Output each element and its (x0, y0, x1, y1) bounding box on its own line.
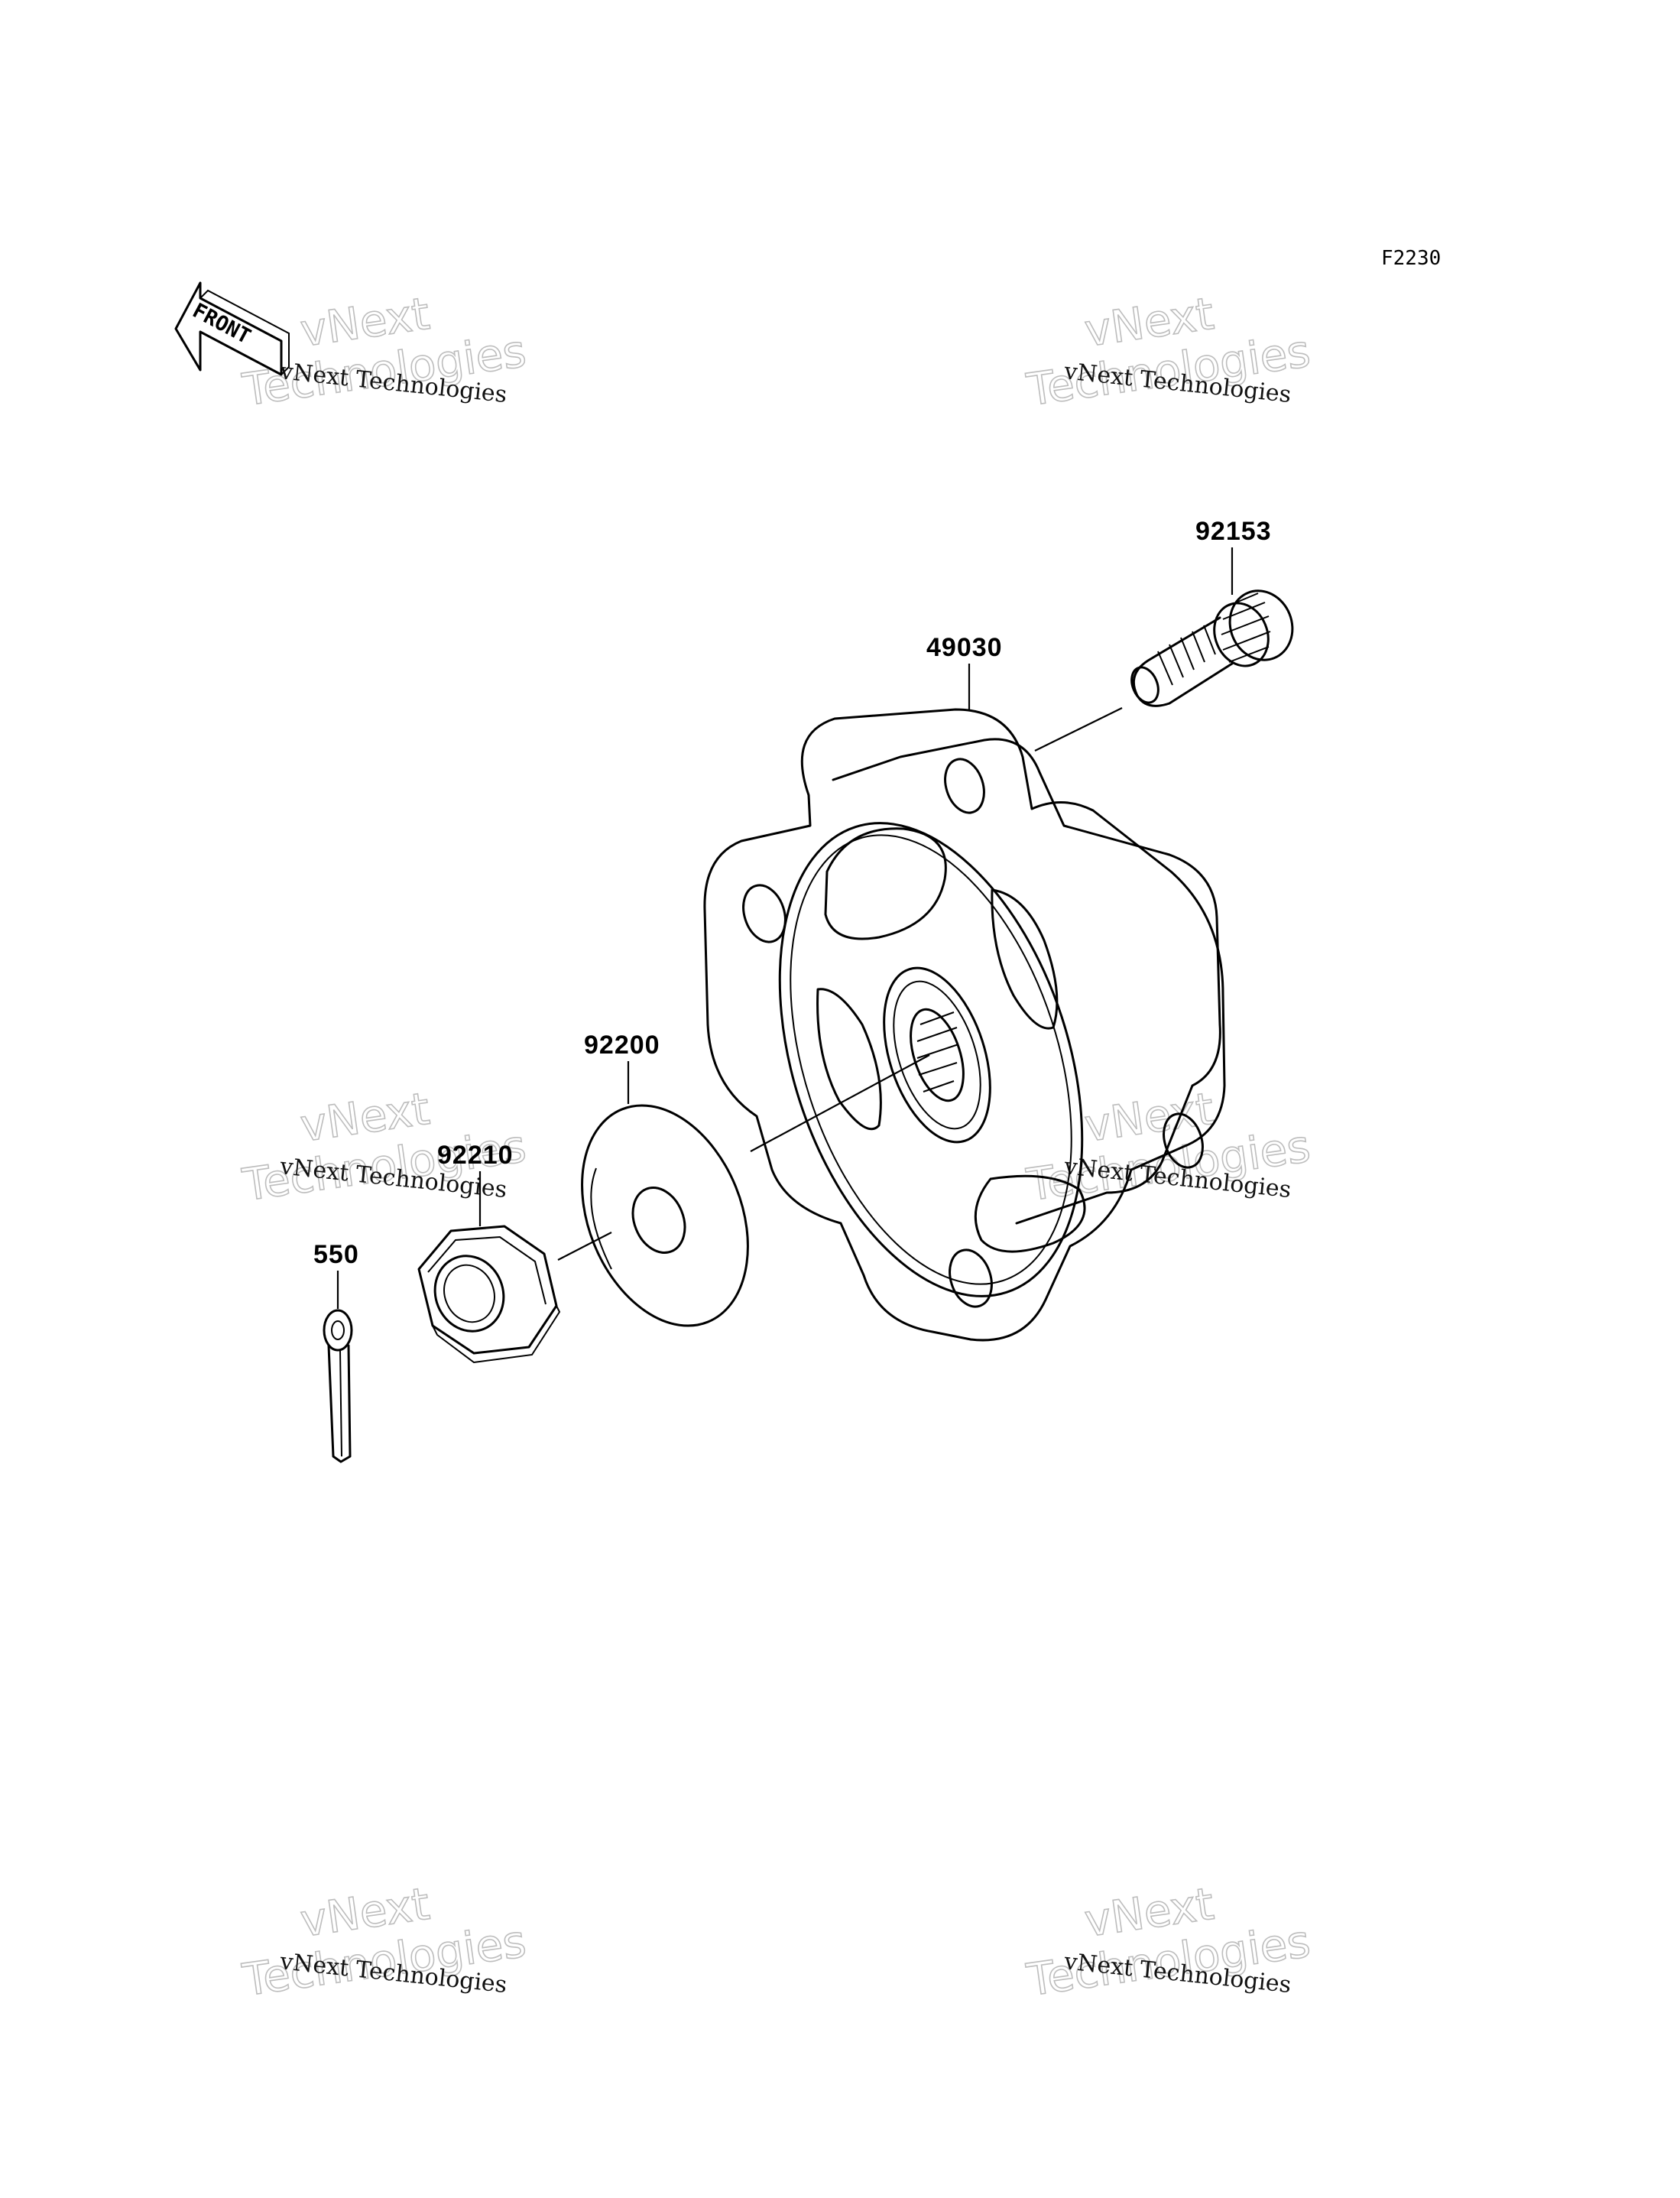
part-label-92200: 92200 (584, 1031, 660, 1060)
washer-92200 (581, 1104, 749, 1327)
svg-text:FRONT: FRONT (189, 299, 255, 349)
cotter-pin-550 (323, 1309, 353, 1463)
watermark-bottom-left: vNext Technologies vNext Technologies (238, 1877, 530, 2007)
hub-49030 (703, 708, 1226, 1342)
watermark-bottom-right: vNext Technologies vNext Technologies (1023, 1877, 1314, 2007)
watermark-top-left: vNext Technologies vNext Technologies (238, 287, 530, 417)
watermark-top-right: vNext Technologies vNext Technologies (1023, 287, 1314, 417)
figure-code: F2230 (1381, 247, 1441, 270)
part-label-49030: 49030 (926, 633, 1003, 662)
leader-lines (336, 547, 1234, 1309)
nut-92210 (417, 1225, 561, 1364)
part-label-550: 550 (313, 1240, 359, 1269)
part-label-92210: 92210 (437, 1141, 514, 1170)
part-label-92153: 92153 (1195, 517, 1272, 546)
stud-bolt-92153 (1130, 589, 1294, 707)
